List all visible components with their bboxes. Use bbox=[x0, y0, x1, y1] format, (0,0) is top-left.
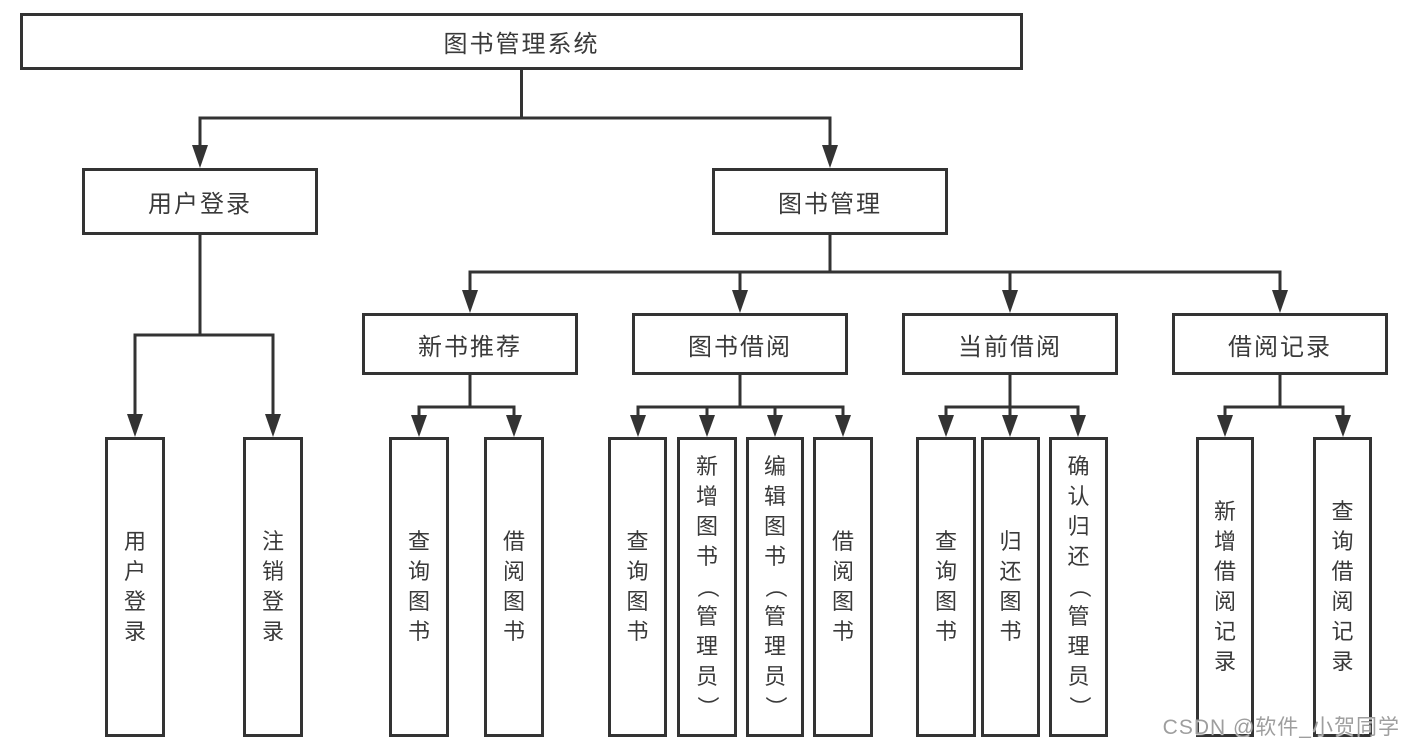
leaf-query-books-borrowing: 查询图书 bbox=[608, 437, 667, 737]
leaf-user-login: 用户登录 bbox=[105, 437, 165, 737]
node-book-management: 图书管理 bbox=[712, 168, 948, 235]
leaf-label: 新增图书（管理员） bbox=[695, 454, 720, 718]
connector-new-book-recommendation-children bbox=[411, 375, 522, 437]
leaf-label: 新增借阅记录 bbox=[1213, 499, 1236, 674]
leaf-borrow-books-borrowing: 借阅图书 bbox=[813, 437, 873, 737]
connector-book-management-children bbox=[462, 235, 1288, 313]
connector-current-borrowing-children bbox=[938, 375, 1086, 437]
node-book-borrowing: 图书借阅 bbox=[632, 313, 848, 375]
node-root-label: 图书管理系统 bbox=[443, 31, 600, 58]
node-label: 图书借阅 bbox=[688, 333, 792, 361]
leaf-label: 归还图书 bbox=[999, 529, 1022, 644]
node-label: 图书管理 bbox=[778, 191, 882, 218]
leaf-edit-book-admin: 编辑图书（管理员） bbox=[746, 437, 804, 737]
leaf-add-book-admin: 新增图书（管理员） bbox=[677, 437, 737, 737]
leaf-query-books-recommend: 查询图书 bbox=[389, 437, 449, 737]
connector-book-borrowing-children bbox=[630, 375, 851, 437]
node-label: 当前借阅 bbox=[958, 333, 1062, 361]
node-root: 图书管理系统 bbox=[20, 13, 1023, 70]
node-label: 借阅记录 bbox=[1228, 333, 1332, 361]
connector-borrowing-records-children bbox=[1217, 375, 1351, 437]
leaf-label: 查询图书 bbox=[407, 529, 430, 644]
connector-root-to-level2 bbox=[192, 70, 838, 168]
leaf-label: 确认归还（管理员） bbox=[1066, 454, 1092, 718]
node-current-borrowing: 当前借阅 bbox=[902, 313, 1118, 375]
leaf-label: 查询图书 bbox=[934, 529, 957, 644]
node-borrowing-records: 借阅记录 bbox=[1172, 313, 1388, 375]
leaf-return-books: 归还图书 bbox=[981, 437, 1040, 737]
leaf-label: 注销登录 bbox=[261, 529, 284, 644]
leaf-label: 查询图书 bbox=[626, 529, 649, 644]
leaf-add-borrow-record: 新增借阅记录 bbox=[1196, 437, 1254, 737]
connector-user-login-children bbox=[127, 235, 281, 437]
node-label: 新书推荐 bbox=[418, 333, 522, 361]
leaf-logout: 注销登录 bbox=[243, 437, 303, 737]
leaf-label: 编辑图书（管理员） bbox=[763, 454, 788, 718]
leaf-query-books-current: 查询图书 bbox=[916, 437, 976, 737]
node-label: 用户登录 bbox=[148, 191, 252, 218]
watermark: CSDN @软件_小贺同学 bbox=[1162, 716, 1400, 739]
node-new-book-recommendation: 新书推荐 bbox=[362, 313, 578, 375]
leaf-borrow-books-recommend: 借阅图书 bbox=[484, 437, 544, 737]
leaf-label: 查询借阅记录 bbox=[1331, 499, 1354, 674]
leaf-label: 借阅图书 bbox=[831, 529, 854, 644]
leaf-confirm-return-admin: 确认归还（管理员） bbox=[1049, 437, 1108, 737]
leaf-label: 用户登录 bbox=[123, 529, 146, 644]
node-user-login: 用户登录 bbox=[82, 168, 318, 235]
leaf-query-borrow-record: 查询借阅记录 bbox=[1313, 437, 1372, 737]
leaf-label: 借阅图书 bbox=[502, 529, 525, 644]
